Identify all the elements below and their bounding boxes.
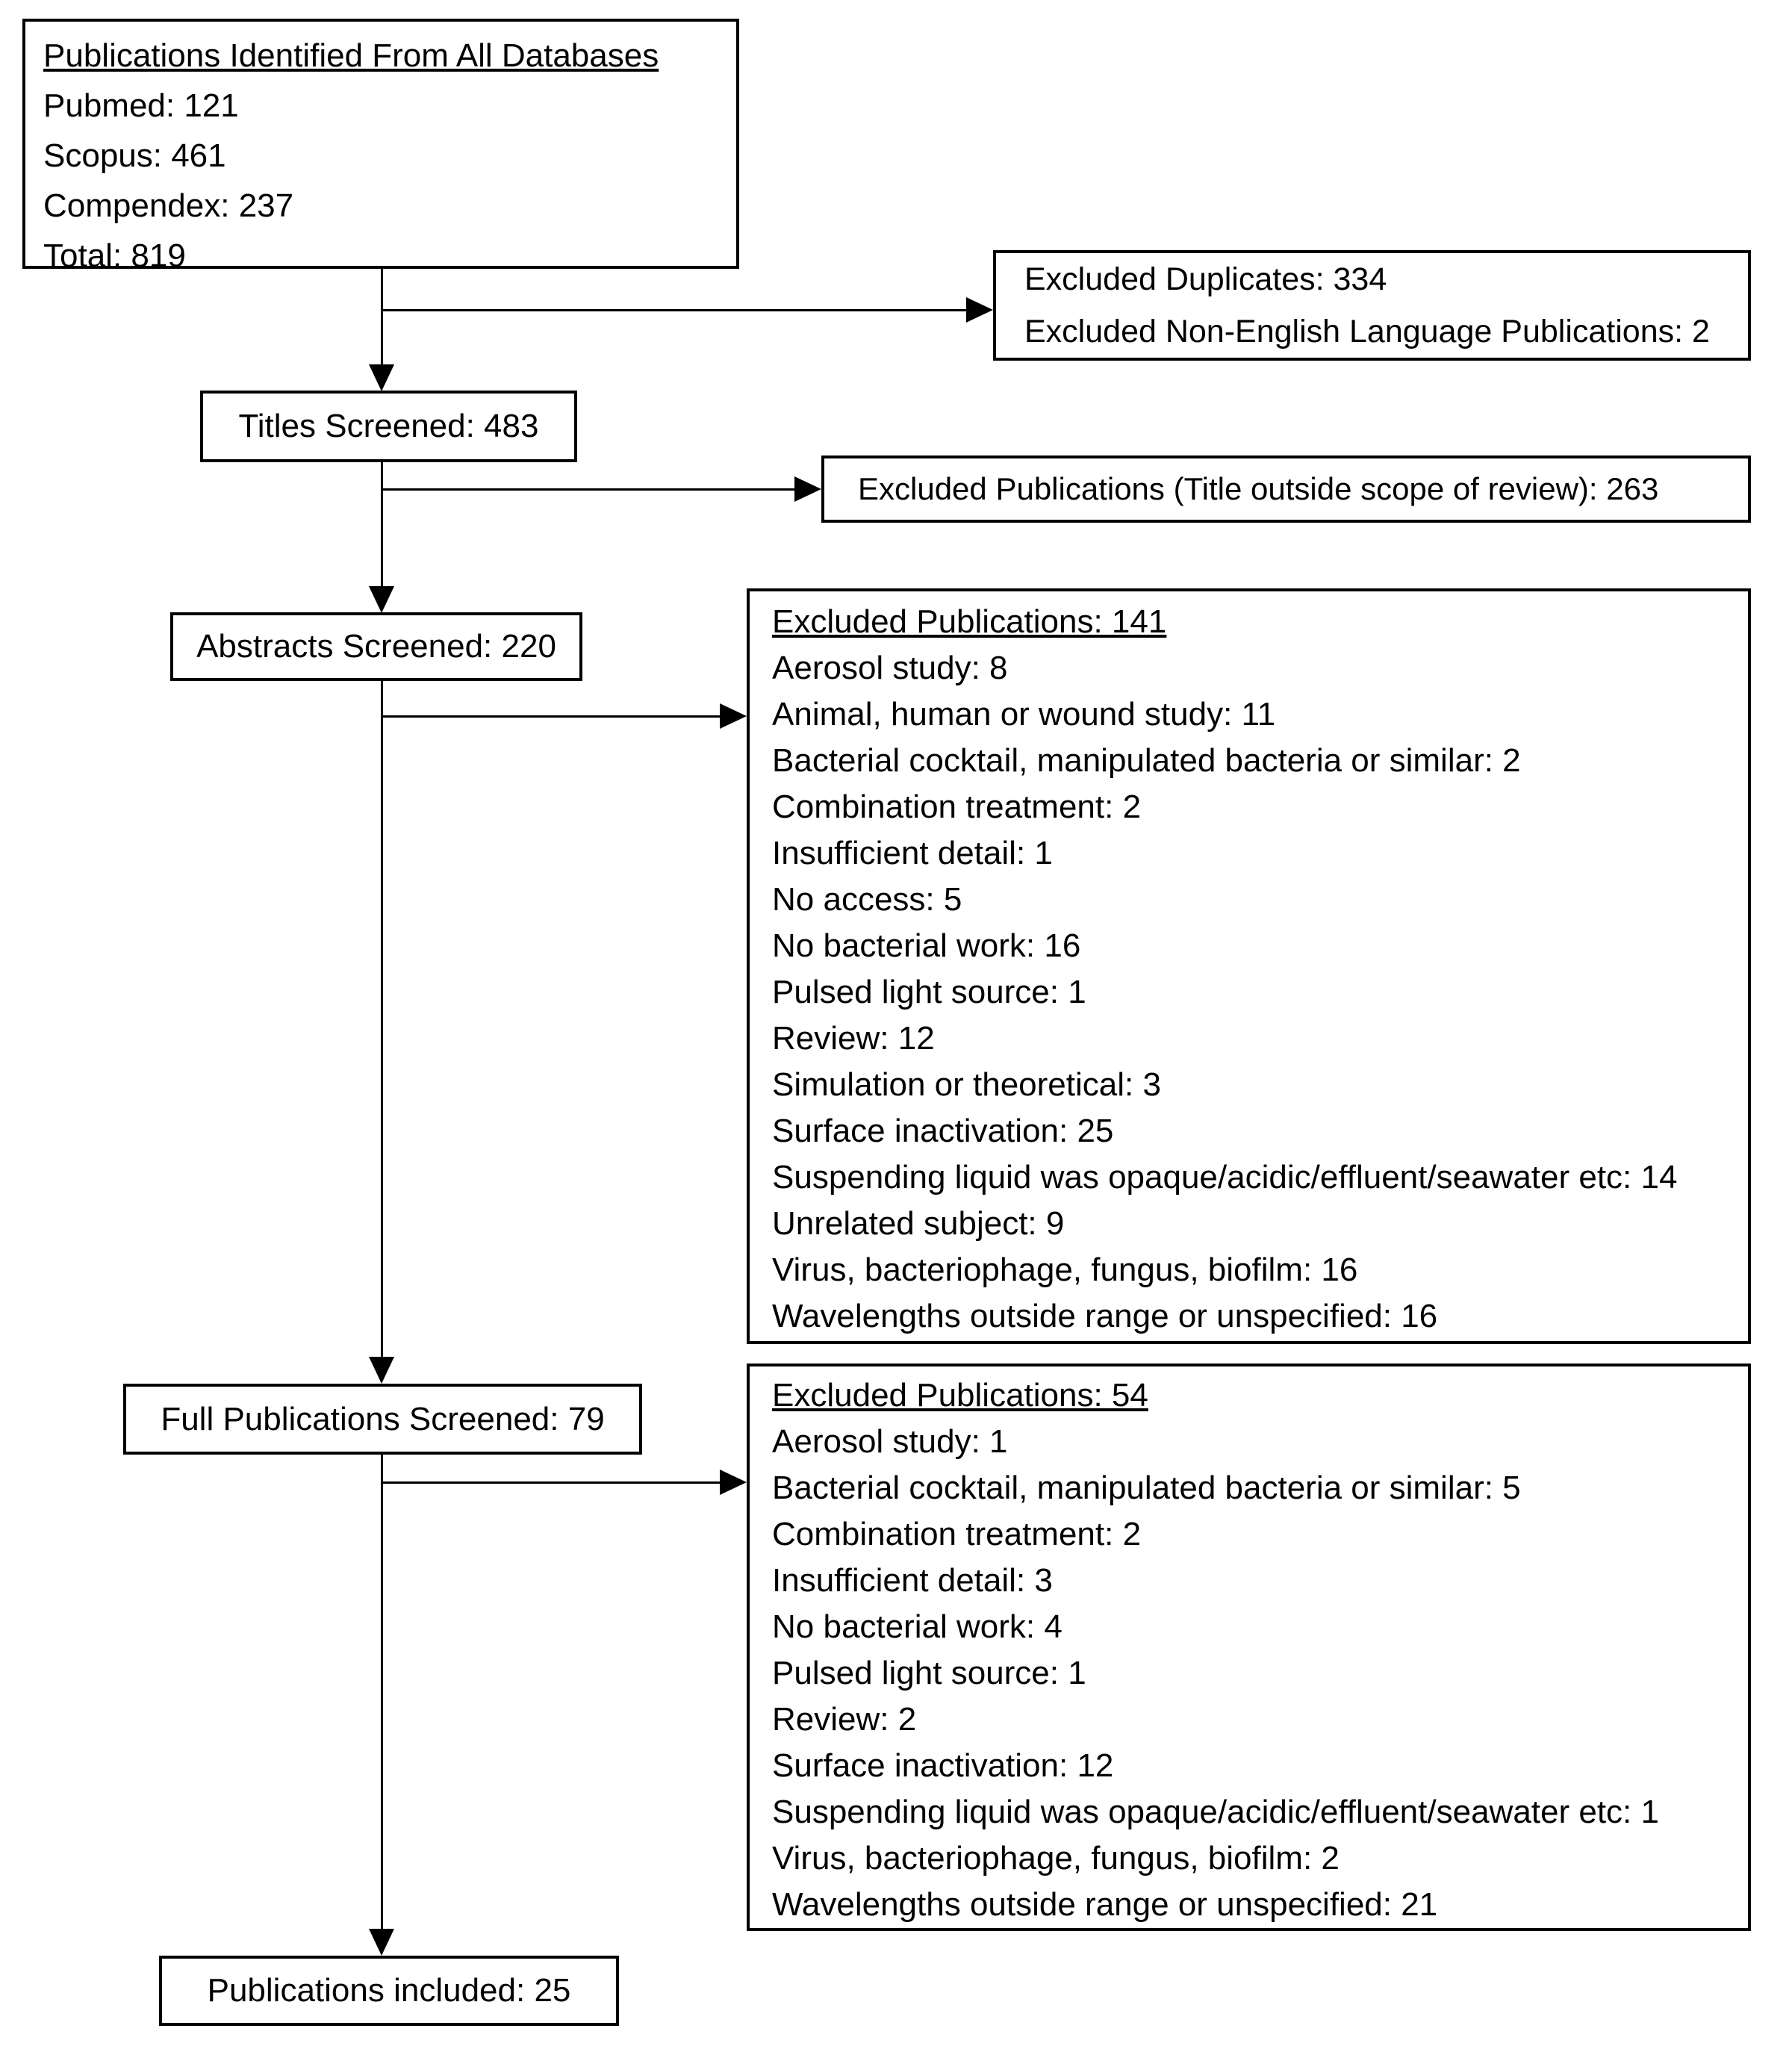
excluded-item: Suspending liquid was opaque/acidic/effl… [772,1159,1678,1195]
excluded-item: Virus, bacteriophage, fungus, biofilm: 2 [772,1840,1340,1876]
flow-line-c-e [381,461,383,588]
flow-line-g-i [381,1453,383,1930]
excluded-abstracts-title: Excluded Publications: 141 [772,603,1167,640]
excluded-item: Combination treatment: 2 [772,789,1142,825]
identified-line-pubmed: Pubmed: 121 [43,87,239,124]
excluded-item: Bacterial cocktail, manipulated bacteria… [772,742,1521,779]
flow-line-to-duplicates [381,309,968,311]
titles-screened-label: Titles Screened: 483 [238,408,539,444]
arrow-down-to-abstracts [369,586,394,613]
excluded-item: No bacterial work: 4 [772,1608,1063,1645]
titles-screened-box: Titles Screened: 483 [200,391,577,462]
excluded-item: Aerosol study: 1 [772,1423,1008,1460]
full-screened-label: Full Publications Screened: 79 [161,1400,605,1437]
excluded-item: Unrelated subject: 9 [772,1205,1065,1242]
identified-line-scopus: Scopus: 461 [43,137,226,174]
excluded-item: No bacterial work: 16 [772,927,1081,964]
excluded-item: Review: 12 [772,1020,935,1057]
flow-line-to-excluded-full [381,1481,721,1484]
excluded-item: Review: 2 [772,1701,917,1738]
excluded-item: Surface inactivation: 12 [772,1747,1114,1784]
excluded-item: Virus, bacteriophage, fungus, biofilm: 1… [772,1251,1358,1288]
identified-title: Publications Identified From All Databas… [43,37,659,74]
abstracts-screened-box: Abstracts Screened: 220 [170,612,582,681]
excluded-item: Surface inactivation: 25 [772,1113,1114,1149]
flow-line-a-c [381,267,383,366]
excluded-duplicates-box: Excluded Duplicates: 334 Excluded Non-En… [993,250,1751,361]
excluded-item: Wavelengths outside range or unspecified… [772,1886,1438,1923]
full-screened-box: Full Publications Screened: 79 [123,1384,642,1455]
excluded-item: Pulsed light source: 1 [772,1655,1086,1691]
excluded-item: Suspending liquid was opaque/acidic/effl… [772,1794,1659,1830]
arrow-down-to-full [369,1357,394,1384]
excluded-abstracts-box: Excluded Publications: 141 Aerosol study… [747,588,1751,1344]
arrow-down-to-included [369,1929,394,1956]
excluded-titles-label: Excluded Publications (Title outside sco… [858,471,1659,506]
excluded-item: Wavelengths outside range or unspecified… [772,1298,1438,1334]
excluded-full-box: Excluded Publications: 54 Aerosol study:… [747,1364,1751,1931]
flow-line-to-excluded-titles [381,488,796,491]
abstracts-screened-label: Abstracts Screened: 220 [196,628,556,665]
excluded-item: Pulsed light source: 1 [772,974,1086,1010]
identified-line-compendex: Compendex: 237 [43,187,294,224]
excluded-titles-box: Excluded Publications (Title outside sco… [821,455,1751,523]
excluded-item: No access: 5 [772,881,962,918]
arrow-right-to-excluded-abstracts [720,703,747,729]
excluded-item: Simulation or theoretical: 3 [772,1066,1161,1103]
included-box: Publications included: 25 [159,1956,619,2026]
excluded-item: Insufficient detail: 1 [772,835,1053,871]
flow-line-to-excluded-abstracts [381,715,721,718]
excluded-item: Combination treatment: 2 [772,1516,1142,1552]
excluded-item: Bacterial cocktail, manipulated bacteria… [772,1470,1521,1506]
arrow-right-to-excluded-full [720,1470,747,1495]
excluded-non-english-line: Excluded Non-English Language Publicatio… [1024,314,1710,349]
arrow-right-to-duplicates [966,297,993,323]
excluded-item: Insufficient detail: 3 [772,1562,1053,1599]
arrow-right-to-excluded-titles [794,476,821,502]
arrow-down-to-titles [369,364,394,391]
flow-line-e-g [381,680,383,1358]
excluded-item: Animal, human or wound study: 11 [772,696,1276,733]
identified-box: Publications Identified From All Databas… [22,19,739,274]
excluded-duplicates-line: Excluded Duplicates: 334 [1024,261,1387,297]
included-label: Publications included: 25 [207,1972,571,2009]
identified-line-total: Total: 819 [43,237,186,274]
excluded-item: Aerosol study: 8 [772,650,1008,686]
excluded-full-title: Excluded Publications: 54 [772,1377,1148,1414]
